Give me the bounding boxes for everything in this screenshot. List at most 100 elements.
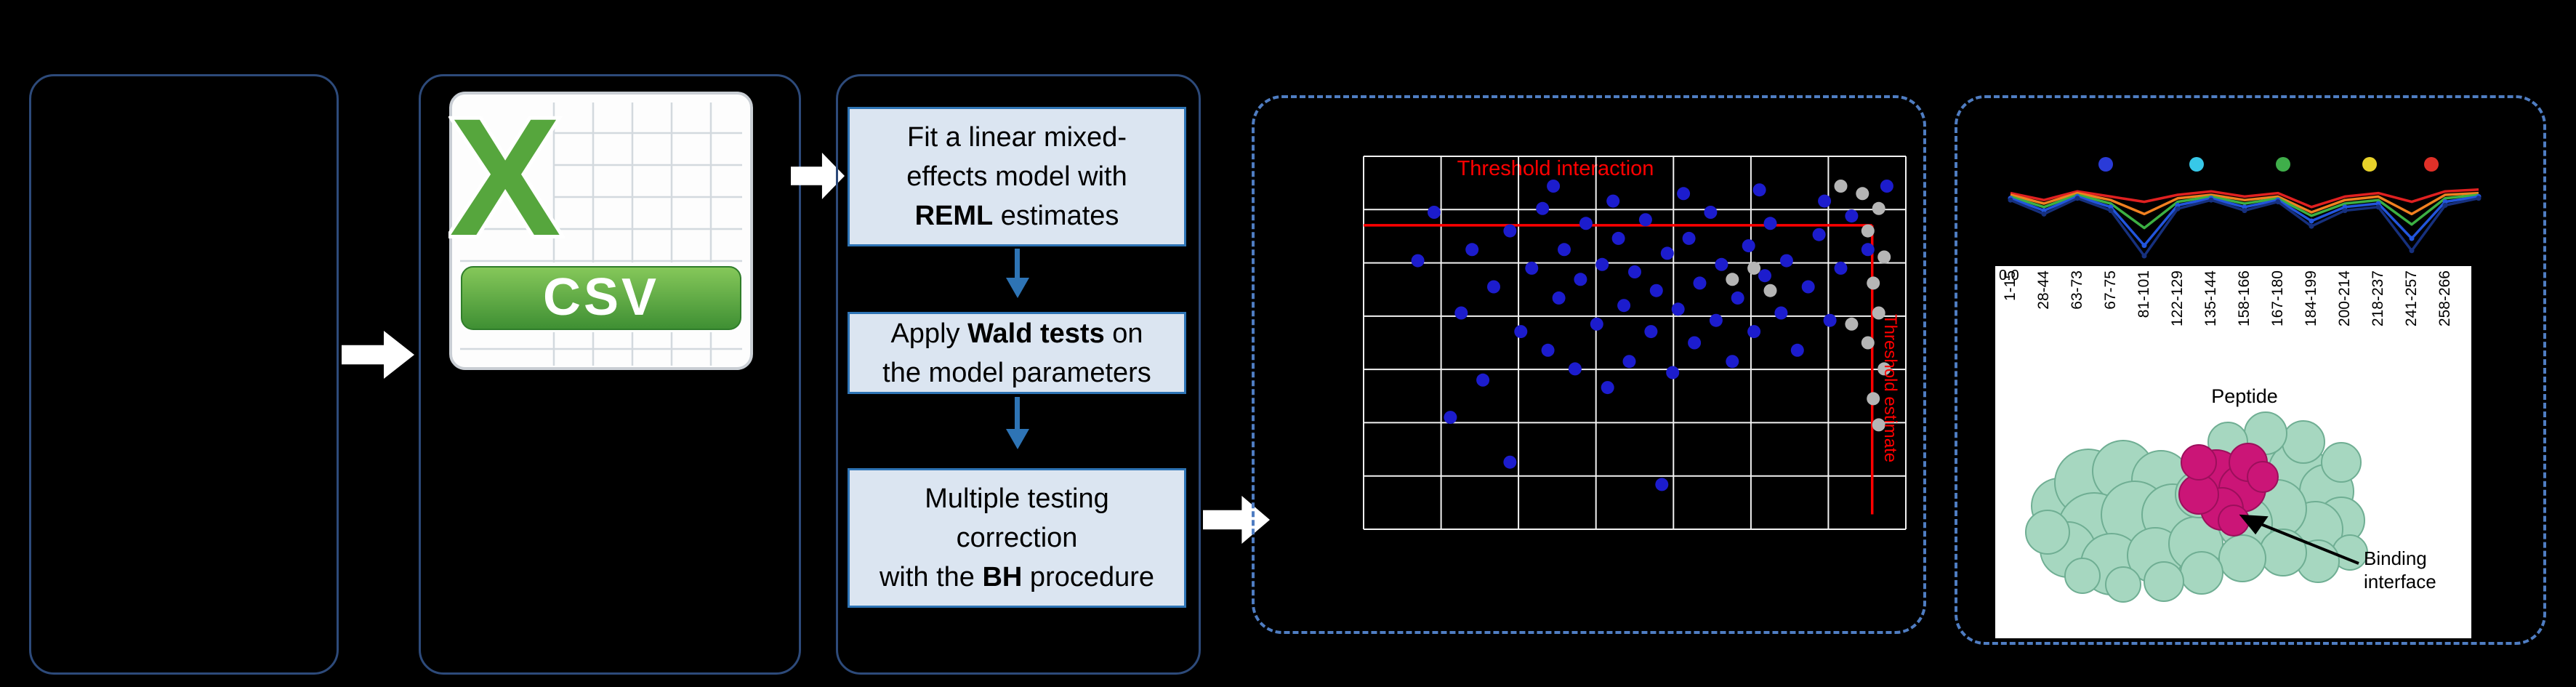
peptide-label-text: 167-180 — [2269, 270, 2286, 327]
binding-interface-arrow — [2239, 514, 2359, 565]
threshold-scatter-plot — [1363, 156, 1907, 530]
peptide-profile-chart — [2008, 188, 2482, 259]
step-text: with the — [879, 562, 983, 592]
peptide-label: 167-180 — [2269, 270, 2287, 379]
series-marker — [2309, 223, 2314, 229]
step-keyword: Wald tests — [967, 318, 1105, 349]
step-keyword: REML — [914, 201, 994, 231]
peptide-label-text: 258-266 — [2436, 270, 2453, 327]
peptide-label-text: 28-44 — [2035, 270, 2052, 310]
peptide-label: 122-129 — [2169, 270, 2186, 379]
threshold-lines — [1364, 224, 1874, 515]
peptide-label-text: 241-257 — [2403, 270, 2420, 327]
binding-interface-label: Binding interface — [2364, 547, 2487, 593]
peptide-label: 218-237 — [2370, 270, 2387, 379]
series-marker — [2108, 208, 2114, 214]
series-marker — [2476, 196, 2482, 201]
step-text: Apply — [890, 318, 968, 349]
peptide-label-text: 63-73 — [2069, 270, 2085, 310]
scatter-right-axis-label: Threshold estimate — [1880, 314, 1900, 463]
csv-banner-label: CSV — [543, 268, 659, 326]
step-text: correction — [956, 523, 1078, 553]
condition-dot — [2189, 157, 2204, 172]
peptide-label: 258-266 — [2436, 270, 2454, 379]
series-marker — [2309, 218, 2314, 224]
peptide-label: 1-15 — [2002, 270, 2019, 379]
condition-dot — [2098, 157, 2113, 172]
peptide-label-text: 67-75 — [2102, 270, 2119, 310]
spreadsheet-grid — [460, 103, 742, 366]
peptide-axis-title: Peptide — [2211, 385, 2278, 407]
step-text: Multiple testing — [925, 483, 1109, 514]
series-red — [2010, 188, 2479, 209]
series-marker — [2175, 202, 2181, 208]
condition-dot-row — [2005, 157, 2484, 173]
condition-dot — [2275, 157, 2290, 172]
peptide-label-text: 158-166 — [2236, 270, 2253, 327]
series-marker — [2141, 243, 2147, 249]
scatter-grid — [1363, 156, 1907, 530]
arrow-step1-to-step2 — [1015, 249, 1020, 291]
scatter-result-panel — [1252, 95, 1926, 634]
binding-label-line1: Binding — [2364, 547, 2427, 569]
peptide-label-text: 1-15 — [2002, 270, 2018, 302]
csv-file-icon: X CSV — [448, 91, 753, 370]
series-marker — [2409, 236, 2415, 241]
step-fit-lmm: Fit a linear mixed- effects model with R… — [848, 107, 1186, 246]
step-text: on — [1104, 318, 1143, 349]
excel-x-letter: X — [449, 91, 560, 270]
arrow-step2-to-step3 — [1015, 397, 1020, 442]
series-marker — [2175, 206, 2181, 212]
step-keyword: BH — [982, 562, 1023, 592]
peptide-label-text: 277-284 — [2470, 270, 2487, 327]
peptide-label-text: 135-144 — [2202, 270, 2219, 327]
series-marker — [2442, 202, 2448, 208]
input-panel — [29, 74, 339, 675]
series-marker — [2342, 208, 2348, 214]
peptide-label: 241-257 — [2403, 270, 2420, 379]
series-marker — [2074, 196, 2080, 201]
protein-structure — [2025, 411, 2368, 603]
step-wald-tests: Apply Wald tests on the model parameters — [848, 312, 1186, 394]
scatter-title: Threshold interaction — [1457, 157, 1654, 180]
step-text: procedure — [1022, 562, 1155, 592]
series-marker — [2275, 199, 2281, 205]
peptide-label: 277-284 — [2470, 270, 2487, 379]
peptide-label-text: 200-214 — [2336, 270, 2353, 327]
step-text: effects model with — [906, 161, 1127, 192]
peptide-label-text: 122-129 — [2169, 270, 2186, 327]
peptide-axis-labels: 1-15 28-44 63-73 67-75 81-101 122-129 135-144 1… — [2002, 270, 2487, 383]
csv-banner — [461, 266, 741, 330]
condition-dot — [2424, 157, 2439, 172]
series-marker — [2375, 201, 2381, 206]
peptide-label: 135-144 — [2202, 270, 2220, 379]
step-text: Fit a linear mixed- — [907, 122, 1127, 153]
series-orange — [2010, 191, 2479, 216]
peptide-label: 63-73 — [2069, 270, 2086, 379]
binding-label-line2: interface — [2364, 571, 2436, 592]
peptide-label: 28-44 — [2035, 270, 2053, 379]
scatter-points-significant — [1411, 180, 1893, 491]
condition-dot — [2362, 157, 2377, 172]
arrow-input-to-csv-icon — [342, 331, 414, 379]
peptide-label: 158-166 — [2236, 270, 2253, 379]
step-text: the model parameters — [882, 357, 1151, 388]
peptide-result-panel — [1955, 95, 2546, 645]
peptide-label-text: 218-237 — [2370, 270, 2386, 327]
series-marker — [2108, 204, 2114, 210]
series-marker — [2041, 211, 2047, 217]
peptide-label-text: 81-101 — [2136, 270, 2152, 318]
csv-panel: X CSV — [419, 74, 801, 675]
peptide-label: 200-214 — [2336, 270, 2354, 379]
series-marker — [2041, 208, 2047, 214]
series-marker — [2242, 208, 2247, 214]
peptide-label: 67-75 — [2102, 270, 2120, 379]
step-text: estimates — [993, 201, 1119, 231]
peptide-label-text: 184-199 — [2303, 270, 2319, 327]
series-marker — [2141, 253, 2147, 259]
series-marker — [2442, 199, 2448, 205]
peptide-label: 184-199 — [2303, 270, 2320, 379]
series-marker — [2242, 204, 2247, 210]
peptide-label: 81-101 — [2136, 270, 2153, 379]
series-marker — [2208, 197, 2214, 203]
